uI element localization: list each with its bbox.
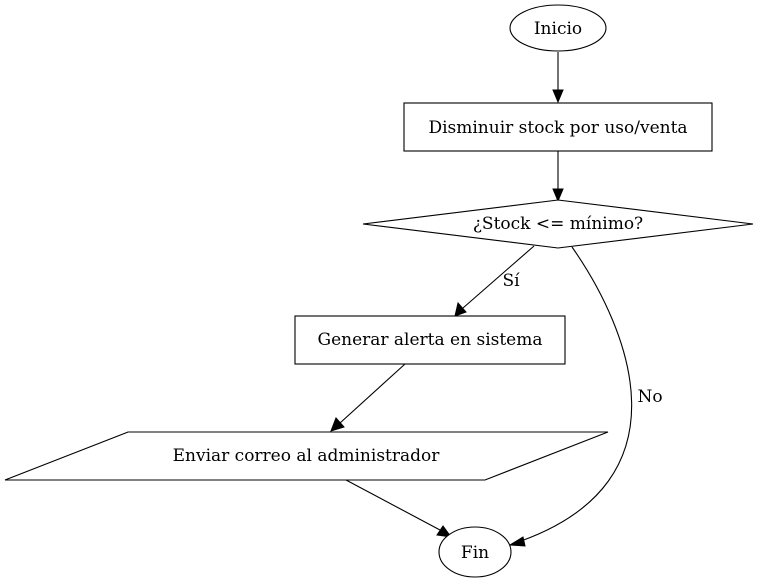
decrease-stock-box (403, 102, 713, 152)
node-check-stock: ¿Stock <= mínimo? (362, 199, 754, 249)
generate-alert-label: Generar alerta en sistema (317, 330, 542, 350)
send-email-parallelogram (4, 431, 609, 481)
check-stock-label: ¿Stock <= mínimo? (473, 214, 643, 234)
arrowhead-decrease-to-check (552, 188, 564, 203)
generate-alert-box (294, 315, 566, 365)
edge-check-to-alert (462, 245, 535, 309)
arrowhead-check-to-alert (454, 301, 467, 317)
end-label: Fin (461, 543, 489, 563)
node-send-email: Enviar correo al administrador (4, 431, 609, 481)
check-stock-diamond (362, 199, 754, 249)
node-start: Inicio (509, 4, 607, 52)
edge-label-no: No (637, 387, 662, 407)
edge-alert-to-email (339, 363, 406, 424)
arrowhead-alert-to-email (330, 417, 345, 432)
edges: Sí No (330, 52, 663, 547)
node-decrease-stock: Disminuir stock por uso/venta (403, 102, 713, 152)
send-email-label: Enviar correo al administrador (173, 446, 441, 466)
start-ellipse (509, 4, 607, 52)
edge-email-to-end (345, 479, 441, 531)
arrowhead-email-to-end (436, 525, 453, 538)
start-label: Inicio (534, 19, 582, 39)
node-generate-alert: Generar alerta en sistema (294, 315, 566, 365)
edge-check-to-end (520, 246, 633, 542)
decrease-stock-label: Disminuir stock por uso/venta (428, 118, 687, 138)
node-end: Fin (438, 526, 512, 578)
arrowhead-start-to-decrease (552, 89, 564, 104)
end-ellipse (438, 526, 512, 578)
arrowhead-check-to-end (508, 536, 526, 547)
edge-label-yes: Sí (502, 271, 520, 291)
